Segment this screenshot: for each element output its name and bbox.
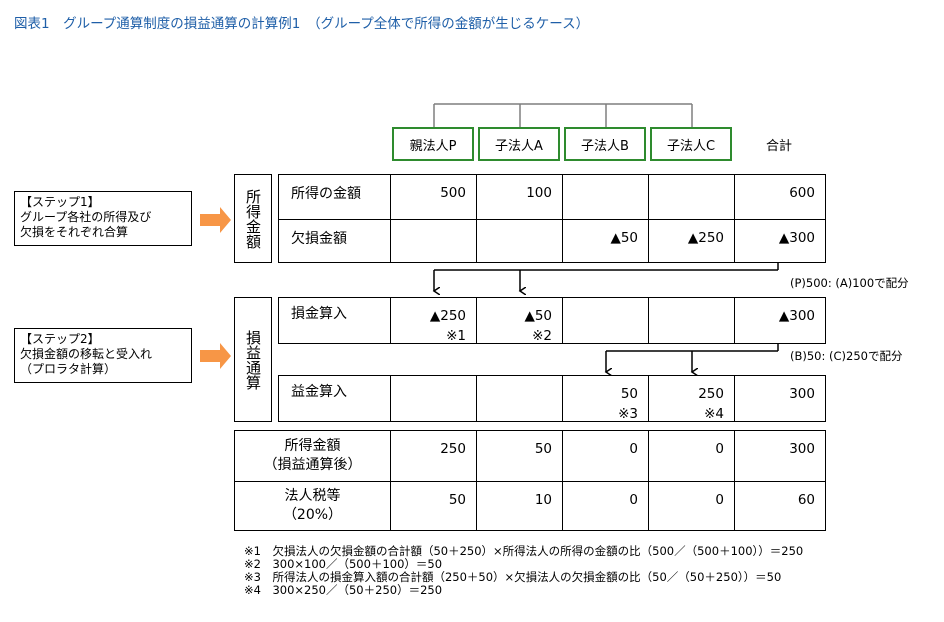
step2-box: 【ステップ2】 欠損金額の移転と受入れ （プロラタ計算） bbox=[14, 328, 192, 383]
footnote-1: ※1 欠損法人の欠損金額の合計額（50＋250）×所得法人の所得の金額の比（50… bbox=[244, 544, 804, 558]
deduction-a: ▲50 ※2 bbox=[477, 298, 562, 346]
footnote-3: ※3 所得法人の損金算入額の合計額（250＋50）×欠損法人の欠損金額の比（50… bbox=[244, 570, 782, 584]
deduction-total: ▲300 bbox=[778, 308, 815, 324]
income-a: 100 bbox=[526, 185, 552, 201]
step1-text-1: グループ各社の所得及び bbox=[20, 210, 152, 224]
step2-label: 【ステップ2】 bbox=[20, 332, 100, 346]
footnote-2: ※2 300×100／（500＋100）＝50 bbox=[244, 557, 443, 571]
summary-row1-label-1: 所得金額 bbox=[284, 438, 341, 454]
loss-p bbox=[391, 220, 476, 228]
step1-label: 【ステップ1】 bbox=[20, 195, 100, 209]
row-loss-label: 欠損金額 bbox=[291, 231, 347, 247]
deduction-a-mark: ※2 bbox=[532, 328, 552, 344]
section1-label-text: 所得金額 bbox=[244, 188, 262, 249]
summary-row2-label: 法人税等 （20%） bbox=[235, 487, 390, 525]
deduction-p-mark: ※1 bbox=[446, 328, 466, 344]
summary-income-b: 0 bbox=[629, 441, 638, 457]
summary-income-c: 0 bbox=[715, 441, 724, 457]
entity-parent-p: 親法人P bbox=[392, 127, 474, 161]
gain-allocation-table: 益金算入 50 ※3 250 ※4 300 bbox=[278, 375, 826, 422]
income-p: 500 bbox=[440, 185, 466, 201]
total-header: 合計 bbox=[765, 138, 792, 154]
section1-label: 所得金額 bbox=[234, 174, 272, 263]
summary-tax-b: 0 bbox=[629, 492, 638, 508]
allocation-note-2: (B)50: (C)250で配分 bbox=[790, 349, 903, 363]
footnote-4: ※4 300×250／（50＋250）＝250 bbox=[244, 583, 443, 597]
allocation-arrow-2 bbox=[606, 344, 779, 372]
summary-tax-c: 0 bbox=[715, 492, 724, 508]
loss-total: ▲300 bbox=[778, 230, 815, 246]
loss-a bbox=[477, 220, 562, 228]
summary-row2-label-2: （20%） bbox=[282, 507, 343, 523]
summary-income-total: 300 bbox=[789, 441, 815, 457]
step2-text-2: （プロラタ計算） bbox=[20, 362, 117, 376]
inclusion-c-value: 250 bbox=[698, 386, 724, 402]
entity-child-a: 子法人A bbox=[478, 127, 560, 161]
section1-table: 所得の金額 500 100 600 欠損金額 ▲50 ▲250 ▲300 bbox=[278, 174, 826, 263]
step2-orange-arrow bbox=[200, 343, 231, 369]
inclusion-b: 50 ※3 bbox=[563, 376, 648, 424]
summary-table: 所得金額 （損益通算後） 250 50 0 0 300 法人税等 （20%） 5… bbox=[234, 430, 826, 531]
row-deduction-label: 損金算入 bbox=[291, 306, 347, 322]
deduction-p-value: ▲250 bbox=[429, 308, 466, 324]
section2-label: 損益通算 bbox=[234, 297, 272, 422]
row-inclusion-label: 益金算入 bbox=[291, 384, 347, 400]
deduction-p: ▲250 ※1 bbox=[391, 298, 476, 346]
summary-income-p: 250 bbox=[440, 441, 466, 457]
inclusion-c: 250 ※4 bbox=[649, 376, 734, 424]
inclusion-b-value: 50 bbox=[620, 386, 638, 402]
income-b bbox=[563, 175, 648, 183]
step1-orange-arrow bbox=[200, 207, 231, 233]
entity-child-b: 子法人B bbox=[564, 127, 646, 161]
summary-tax-p: 50 bbox=[448, 492, 466, 508]
inclusion-c-mark: ※4 bbox=[704, 406, 724, 422]
summary-row1-label-2: （損益通算後） bbox=[263, 457, 362, 473]
step1-box: 【ステップ1】 グループ各社の所得及び 欠損をそれぞれ合算 bbox=[14, 191, 192, 246]
loss-allocation-table: 損金算入 ▲250 ※1 ▲50 ※2 ▲300 bbox=[278, 297, 826, 344]
summary-row1-label: 所得金額 （損益通算後） bbox=[235, 437, 390, 475]
summary-tax-total: 60 bbox=[797, 492, 815, 508]
summary-row2-label-1: 法人税等 bbox=[284, 488, 341, 504]
deduction-a-value: ▲50 bbox=[524, 308, 552, 324]
summary-income-a: 50 bbox=[534, 441, 552, 457]
allocation-note-1: (P)500: (A)100で配分 bbox=[790, 276, 909, 290]
entity-tree-connector bbox=[433, 103, 693, 127]
allocation-arrow-1 bbox=[434, 260, 779, 291]
inclusion-b-mark: ※3 bbox=[618, 406, 638, 422]
step2-text-1: 欠損金額の移転と受入れ bbox=[20, 347, 153, 361]
figure-title: 図表1 グループ通算制度の損益通算の計算例1 （グループ全体で所得の金額が生じる… bbox=[14, 16, 590, 32]
loss-c: ▲250 bbox=[687, 230, 724, 246]
section2-label-text: 損益通算 bbox=[244, 329, 262, 390]
step1-text-2: 欠損をそれぞれ合算 bbox=[20, 225, 129, 239]
inclusion-total: 300 bbox=[789, 386, 815, 402]
loss-b: ▲50 bbox=[610, 230, 638, 246]
income-total: 600 bbox=[789, 185, 815, 201]
entity-child-c: 子法人C bbox=[650, 127, 732, 161]
row-income-label: 所得の金額 bbox=[291, 186, 361, 202]
summary-tax-a: 10 bbox=[534, 492, 552, 508]
income-c bbox=[649, 175, 734, 183]
